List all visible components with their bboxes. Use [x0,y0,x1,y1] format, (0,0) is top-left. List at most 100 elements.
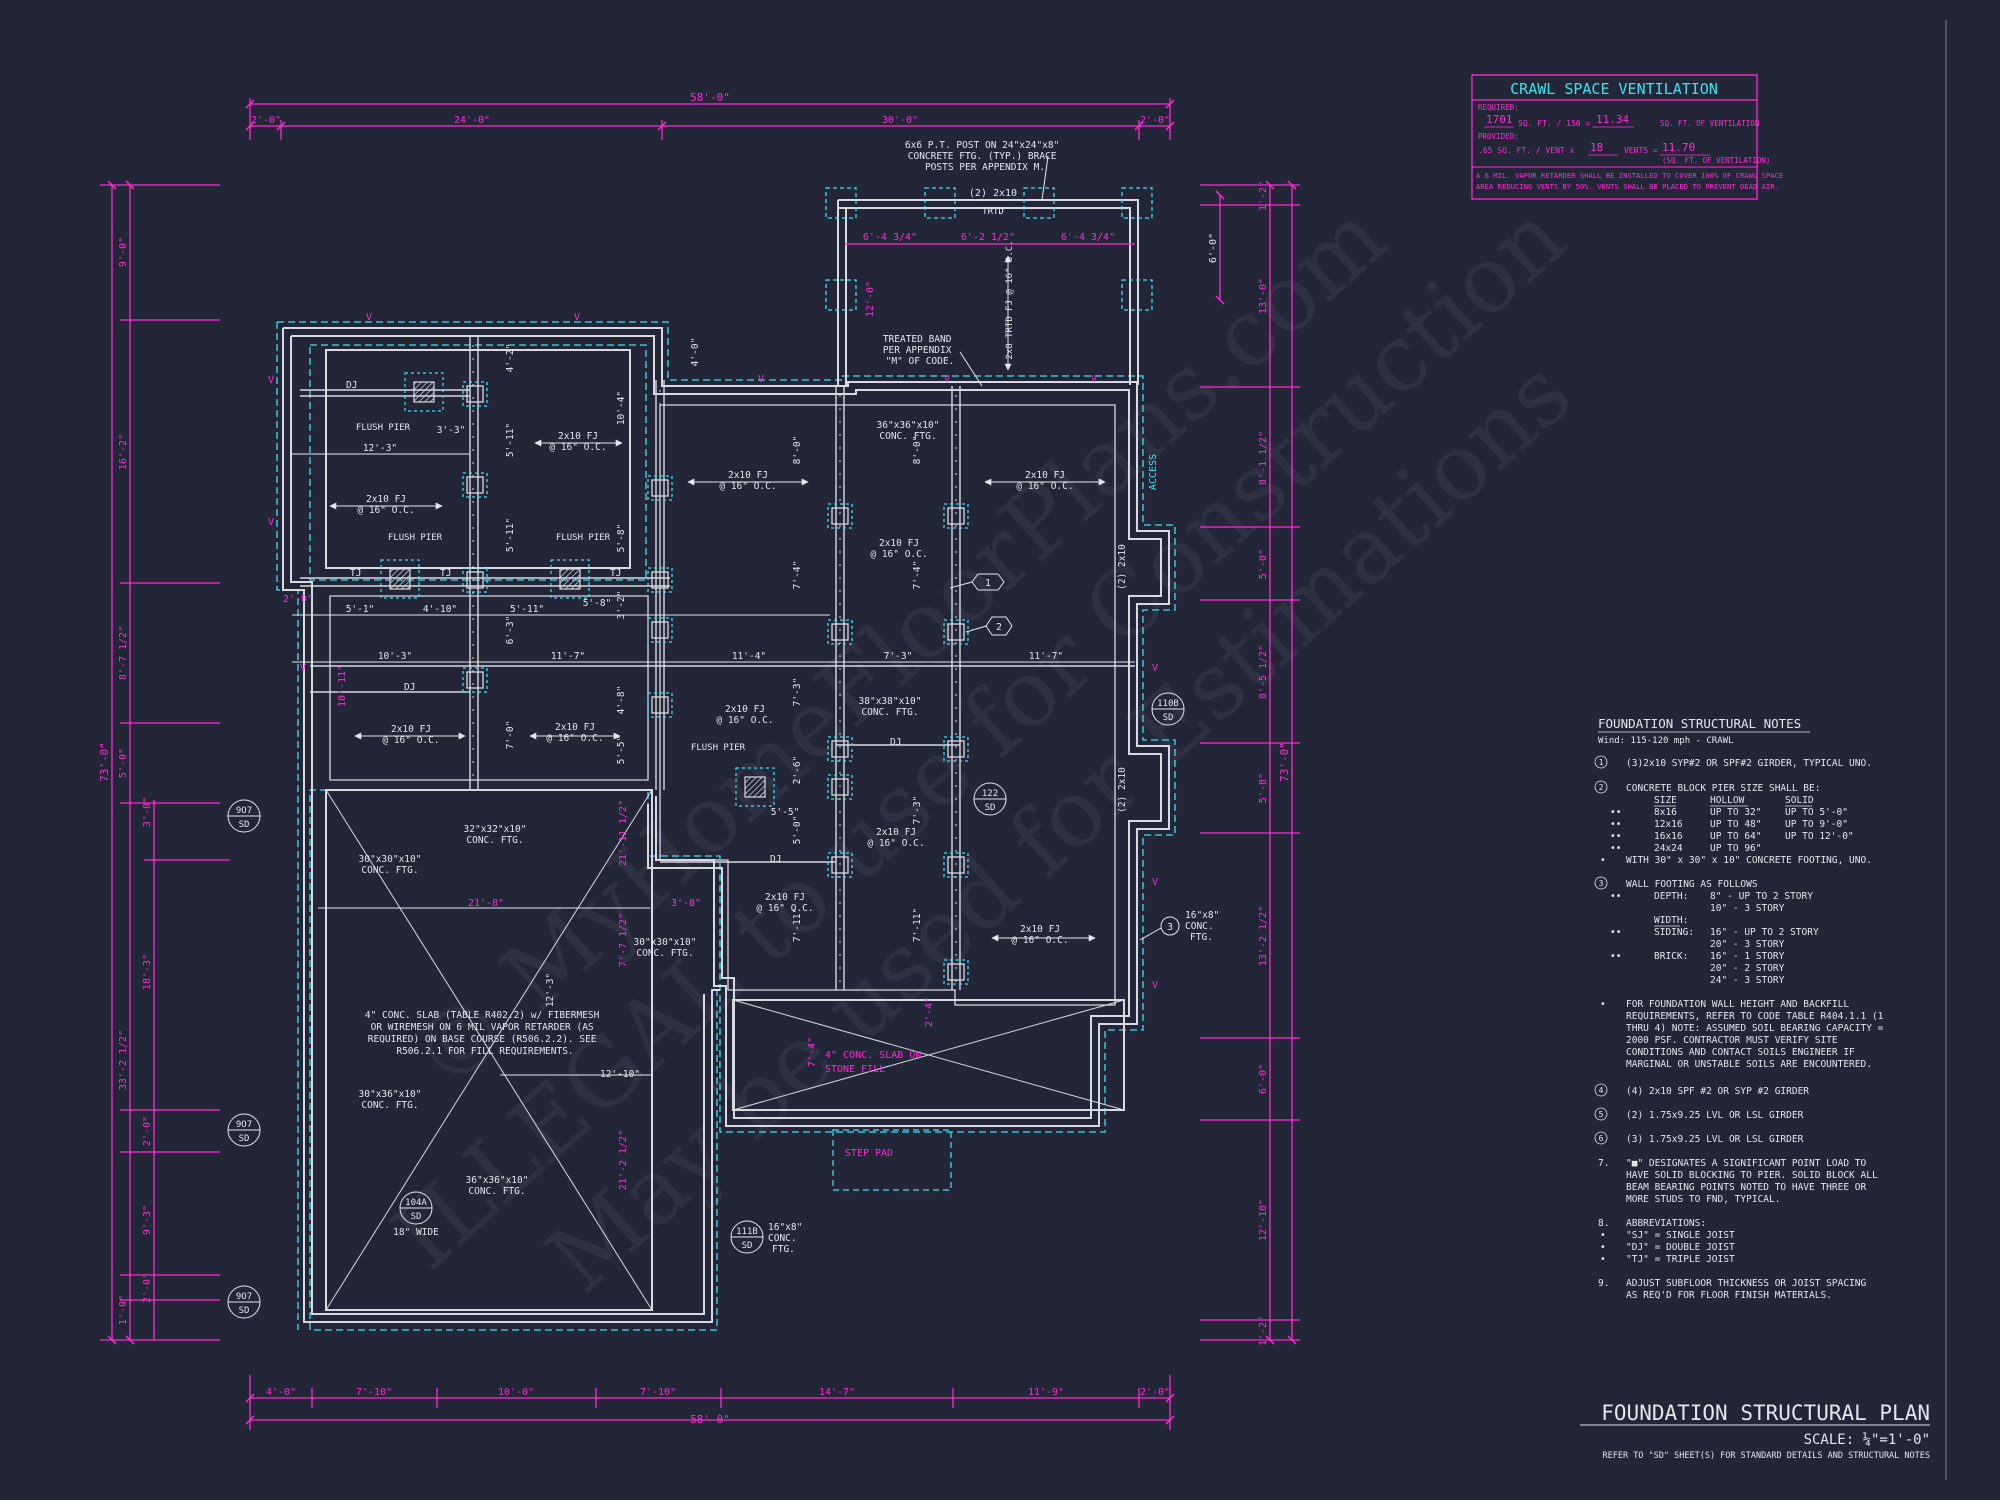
svg-text:8.: 8. [1598,1218,1609,1229]
top-overall-dim: 58'-0" [690,91,730,104]
pier-icon [943,736,969,762]
porch-framing [837,199,1139,385]
top-dim-3: 30'-0" [882,115,918,126]
svg-text:8" - UP TO 2 STORY: 8" - UP TO 2 STORY [1710,891,1813,902]
svg-text:3'-2": 3'-2" [616,591,627,620]
svg-text:36"x36"x10": 36"x36"x10" [466,1175,529,1186]
svg-text:5'-8": 5'-8" [583,598,612,609]
svg-text:4'-2": 4'-2" [505,344,516,373]
plan-reference: REFER TO "SD" SHEET(S) FOR STANDARD DETA… [1602,1451,1930,1461]
vent-title: CRAWL SPACE VENTILATION [1510,80,1718,98]
svg-text:BRICK:: BRICK: [1654,951,1688,962]
svg-text:2x10 FJ: 2x10 FJ [876,827,916,838]
right-dim-5: 8'-5 1/2" [1258,645,1269,699]
note-2: CONCRETE BLOCK PIER SIZE SHALL BE: [1626,783,1820,794]
vent-required-value: 11.34 [1596,113,1629,126]
svg-text:•: • [1600,855,1606,866]
left-dim-4: 5'-0" [118,748,129,778]
vent-markers: V V V V V V V V V V V [268,312,1158,991]
pier-icon [943,959,969,985]
svg-text:7'-3": 7'-3" [792,678,803,707]
svg-text:•: • [1600,999,1606,1010]
svg-text:10'-11": 10'-11" [337,665,348,707]
svg-text:122: 122 [982,789,998,799]
left-2ft-dim: 2'-0" [283,594,313,605]
svg-text:104A: 104A [405,1198,427,1208]
left-dim-5: 33'-2 1/2" [118,1030,129,1090]
svg-text:5'-11": 5'-11" [510,604,544,615]
svg-text:TJ: TJ [610,568,621,579]
note-tags [949,573,1180,941]
step-pad-label: STEP PAD [845,1148,893,1159]
vent-icon: V [944,374,950,385]
svg-text:30"x30"x10": 30"x30"x10" [634,937,697,948]
note-tag-3: 3 [1167,922,1173,933]
svg-text:••: •• [1610,831,1621,842]
note-bullet: FOR FOUNDATION WALL HEIGHT AND BACKFILL … [1626,999,1889,1070]
note-6: (3) 1.75x9.25 LVL OR LSL GIRDER [1626,1134,1804,1145]
svg-text:7'-7 1/2": 7'-7 1/2" [618,913,629,967]
left-dim-8: 2'-0" [142,1273,153,1303]
svg-text:2x10 FJ: 2x10 FJ [366,494,406,505]
right-overall-dim: 73'-0" [1278,742,1291,782]
svg-text:TJ: TJ [350,568,361,579]
svg-text:"DJ" = DOUBLE JOIST: "DJ" = DOUBLE JOIST [1626,1242,1735,1253]
note-5: (2) 1.75x9.25 LVL OR LSL GIRDER [1626,1110,1804,1121]
section-marker-icon [399,1191,433,1225]
svg-text:(2) 2x10: (2) 2x10 [1117,767,1128,813]
svg-text:12'-3": 12'-3" [545,973,556,1007]
svg-text:16x16: 16x16 [1654,831,1683,842]
svg-text:110B: 110B [1157,699,1179,709]
svg-text:7'-0": 7'-0" [505,721,516,750]
flush-pier-icon [735,767,775,807]
interior-vertical-white-dims: 4'-2" 5'-11" 5'-11" 6'-3" 7'-0" 4'-0" 10… [505,338,1128,1007]
notes-wind: Wind: 115-120 mph - CRAWL [1598,736,1733,746]
post-leader [1041,155,1049,201]
vent-provided-unit: (SQ. FT. OF VENTILATION) [1662,156,1770,165]
svg-text:21'-11 1/2": 21'-11 1/2" [618,800,629,866]
svg-text:24" - 3 STORY: 24" - 3 STORY [1710,975,1785,986]
pier-icon [827,852,853,878]
svg-text:16" - UP TO 2 STORY: 16" - UP TO 2 STORY [1710,927,1819,938]
svg-text:DJ: DJ [404,682,415,693]
note-tag-2: 2 [996,622,1002,633]
svg-text:5'-11": 5'-11" [505,423,516,457]
svg-text:5'-5": 5'-5" [616,736,627,765]
svg-text:UP TO 96": UP TO 96" [1710,843,1761,854]
svg-text:2x10 FJ: 2x10 FJ [728,470,768,481]
wide-18-label: 18" WIDE [393,1227,439,1238]
vent-icon: V [574,312,580,323]
svg-text:24x24: 24x24 [1654,843,1683,854]
footing-callouts: 32"x32"x10" CONC. FTG. 30"x30"x10" CONC.… [359,420,940,1197]
plan-scale: SCALE: ¼"=1'-0" [1804,1432,1930,1448]
slab-note: 4" CONC. SLAB (TABLE R402.2) w/ FIBERMES… [365,1010,605,1057]
structural-notes: FOUNDATION STRUCTURAL NOTES Wind: 115-12… [1594,716,1889,1301]
porch-spacing-1: 6'-4 3/4" [863,232,917,243]
svg-text:10" - 3 STORY: 10" - 3 STORY [1710,903,1785,914]
top-dim-4: 2'-0" [1140,115,1170,126]
svg-text:DJ: DJ [890,737,901,748]
note-1: (3)2x10 SYP#2 OR SPF#2 GIRDER, TYPICAL U… [1626,758,1872,769]
pier-icon [943,503,969,529]
svg-text:12'-0": 12'-0" [865,281,876,317]
svg-text:11'-4": 11'-4" [732,651,766,662]
vent-provided-label: PROVIDED: [1478,132,1519,141]
svg-text:8'-0": 8'-0" [912,436,923,465]
left-dim-3: 8'-7 1/2" [118,626,129,680]
post-callout: 6x6 P.T. POST ON 24"x24"x8" CONCRETE FTG… [905,140,1065,173]
svg-text:30"x30"x10": 30"x30"x10" [359,854,422,865]
svg-text:••: •• [1610,807,1621,818]
vent-required-label: REQUIRED: [1478,103,1519,112]
note-7: "■" DESIGNATES A SIGNIFICANT POINT LOAD … [1626,1158,1883,1205]
svg-text:SD: SD [985,803,996,813]
svg-text:21'-2 1/2": 21'-2 1/2" [618,1130,629,1190]
svg-text:SD: SD [411,1212,422,1222]
pier-header-solid: SOLID [1785,795,1814,806]
vent-icon: V [1152,980,1158,991]
svg-text:(2) 2x10: (2) 2x10 [1117,544,1128,590]
right-dim-7: 13'-2 1/2" [1258,906,1269,966]
note-tag-icon [1160,916,1180,936]
svg-text:5: 5 [1599,1110,1604,1119]
svg-text:"TJ" = TRIPLE JOIST: "TJ" = TRIPLE JOIST [1626,1254,1735,1265]
